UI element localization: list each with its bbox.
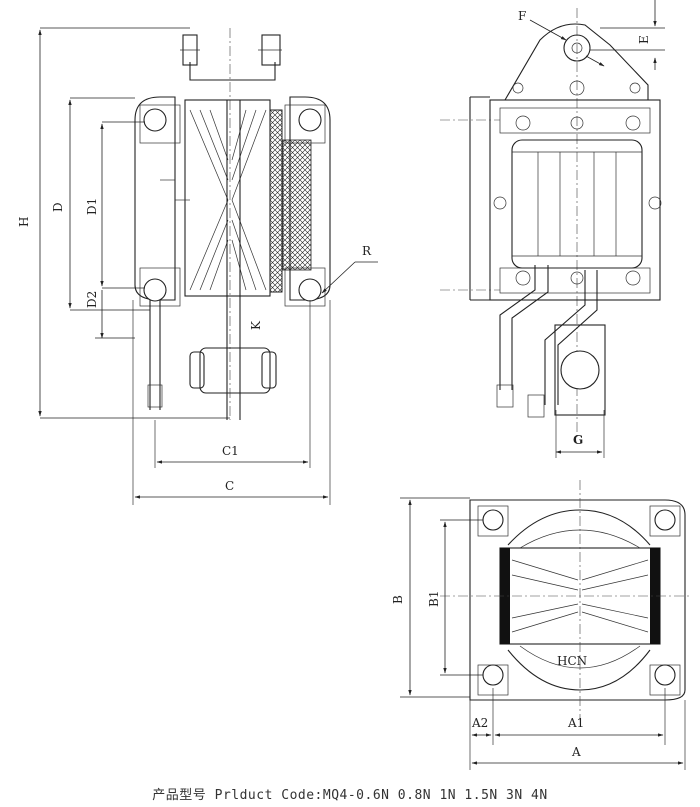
front-hole-top-left bbox=[143, 108, 167, 132]
front-frame-left bbox=[134, 96, 176, 301]
side-coil bbox=[511, 139, 643, 269]
side-plunger-foot bbox=[554, 324, 606, 416]
bottom-view: B B1 HCN A2 A1 A bbox=[391, 480, 690, 770]
bottom-hole-bottom-left bbox=[482, 664, 504, 686]
label-C: C bbox=[225, 479, 234, 493]
label-D2: D2 bbox=[85, 291, 99, 308]
front-hole-top-right bbox=[298, 108, 322, 132]
label-A: A bbox=[571, 745, 581, 759]
label-D1: D1 bbox=[85, 198, 99, 215]
bottom-hole-top-right bbox=[654, 509, 676, 531]
label-D: D bbox=[51, 202, 65, 212]
label-C1: C1 bbox=[222, 444, 239, 458]
label-F: F bbox=[518, 9, 526, 23]
front-coil-mesh bbox=[282, 139, 312, 271]
label-R: R bbox=[362, 244, 372, 258]
label-H: H bbox=[17, 217, 31, 227]
bottom-coil-band-left bbox=[500, 548, 510, 644]
label-HCN: HCN bbox=[557, 654, 587, 668]
front-coil-winding bbox=[269, 109, 283, 293]
label-B1: B1 bbox=[427, 591, 441, 607]
bottom-hole-top-left bbox=[482, 509, 504, 531]
front-frame-right bbox=[289, 96, 331, 301]
label-E: E bbox=[637, 35, 651, 44]
bottom-hole-bottom-right bbox=[654, 664, 676, 686]
bottom-frame bbox=[469, 499, 686, 701]
label-G: G bbox=[573, 433, 583, 447]
front-hole-bottom-left bbox=[143, 278, 167, 302]
label-A1: A1 bbox=[567, 716, 584, 730]
label-K: K bbox=[249, 320, 263, 330]
label-A2: A2 bbox=[471, 716, 488, 730]
front-view: H D D1 D2 K R C1 C bbox=[17, 27, 378, 505]
side-top-bracket bbox=[504, 23, 649, 101]
product-code-caption: 产品型号 Prlduct Code:MQ4-0.6N 0.8N 1N 1.5N … bbox=[152, 788, 548, 803]
front-hole-bottom-right bbox=[298, 278, 322, 302]
side-plunger-hole bbox=[560, 350, 600, 390]
bottom-coil-band-right bbox=[650, 548, 660, 644]
label-B: B bbox=[391, 595, 405, 604]
front-plunger-block bbox=[199, 347, 271, 394]
side-view: F E G bbox=[440, 0, 665, 458]
